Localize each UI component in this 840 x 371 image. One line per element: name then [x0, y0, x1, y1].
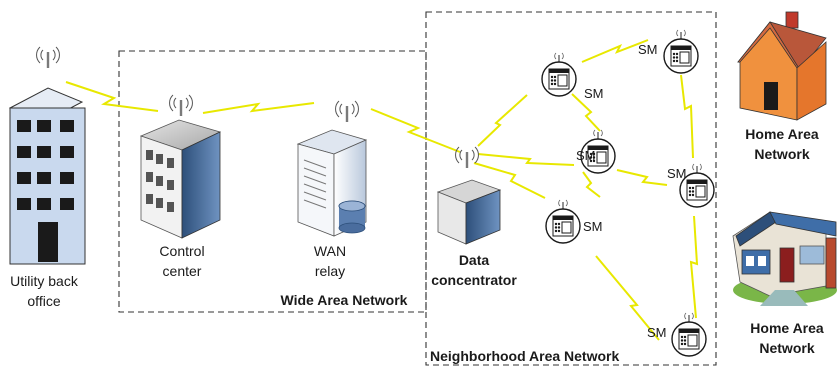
- lightning-link-icon: [571, 93, 601, 132]
- smart-meter-label: SM: [638, 42, 658, 57]
- lightning-link-icon: [65, 81, 159, 112]
- wan-relay-server-icon: [296, 99, 368, 237]
- wireless-links: [65, 39, 699, 341]
- smart-meter-icon: [541, 52, 577, 97]
- control-center-server-icon: [139, 93, 222, 239]
- house-icon: [732, 211, 837, 306]
- smart-meter-label: SM: [576, 148, 596, 163]
- data-concentrator-label: Data concentrator: [431, 252, 517, 288]
- wide-area-network-label: Wide Area Network: [280, 292, 408, 308]
- lightning-link-icon: [595, 255, 660, 341]
- lightning-link-icon: [581, 39, 649, 63]
- lightning-link-icon: [202, 102, 315, 114]
- lightning-link-icon: [473, 162, 546, 199]
- lightning-link-icon: [477, 94, 528, 147]
- lightning-link-icon: [680, 74, 694, 159]
- smart-meter-label: SM: [584, 86, 604, 101]
- lightning-link-icon: [689, 215, 699, 319]
- wide-area-network-boundary: [118, 50, 427, 313]
- smart-meter-icon: [545, 199, 581, 244]
- wan-relay-label: WAN relay: [313, 243, 347, 279]
- utility-back-office-label: Utility back office: [10, 273, 78, 309]
- smart-meter-label: SM: [583, 219, 603, 234]
- office-building-icon: [8, 45, 86, 265]
- home-area-network-label-bottom: Home Area Network: [750, 320, 824, 356]
- smart-meter-label: SM: [667, 166, 687, 181]
- smart-meter-icon: [671, 312, 707, 357]
- smart-meter-icon: [663, 29, 699, 74]
- smart-meter-label: SM: [647, 325, 667, 340]
- neighborhood-area-network-label: Neighborhood Area Network: [430, 348, 620, 364]
- lightning-link-icon: [616, 169, 668, 186]
- data-concentrator-icon: [436, 145, 502, 245]
- lightning-link-icon: [477, 153, 575, 166]
- control-center-label: Control center: [159, 243, 205, 279]
- lightning-link-icon: [370, 108, 461, 153]
- home-area-network-label-top: Home Area Network: [745, 126, 819, 162]
- house-icon: [737, 11, 827, 121]
- lightning-link-icon: [582, 171, 601, 198]
- neighborhood-area-network-boundary: [425, 11, 717, 366]
